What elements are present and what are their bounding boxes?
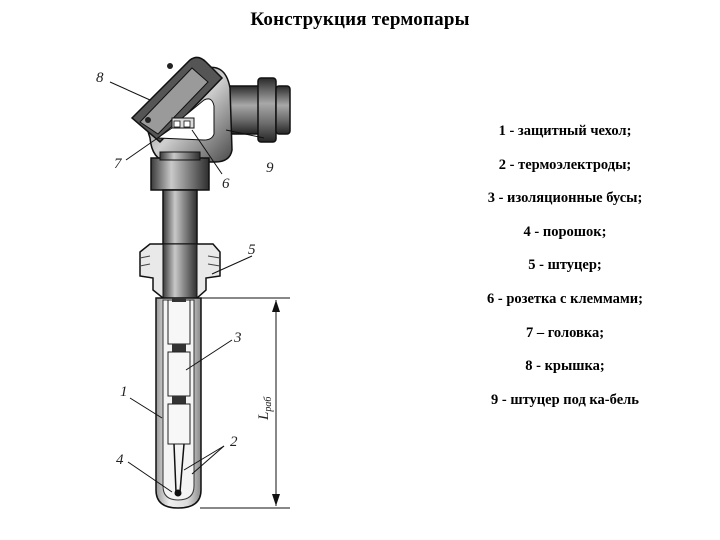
legend-item-7: 7 – головка;: [525, 324, 605, 341]
stem: [162, 189, 198, 251]
legend-item-8: 8 - крышка;: [525, 358, 605, 375]
cable-gland: [214, 77, 291, 143]
legend-item-9: 9 - штуцер под ка-бель: [491, 391, 639, 408]
head-body: [130, 56, 233, 191]
callout-1: 1: [120, 384, 128, 400]
callout-6: 6: [222, 176, 230, 192]
length-label: Lраб: [256, 396, 274, 421]
legend-item-4: 4 - порошок;: [523, 223, 607, 240]
insulating-beads: [167, 298, 191, 445]
legend-item-1: 1 - защитный чехол;: [498, 123, 632, 139]
legend-item-5: 5 - штуцер;: [528, 257, 602, 274]
callout-3: 3: [233, 330, 242, 346]
callout-9: 9: [266, 160, 274, 176]
length-dimension: Lраб: [200, 297, 290, 509]
legend-item-6: 6 - розетка с клеммами;: [487, 290, 643, 307]
legend-item-3: 3 - изоляционные бусы;: [487, 190, 643, 207]
page-title: Конструкция термопары: [250, 9, 470, 30]
thermoelectrodes: [173, 443, 185, 497]
hot-junction: [174, 489, 182, 497]
callout-5: 5: [248, 242, 256, 258]
fitting: [139, 243, 221, 299]
legend-list: 1 - защитный чехол; 2 - термоэлектроды; …: [440, 118, 690, 420]
leader-lines: [109, 81, 265, 493]
callout-4: 4: [116, 452, 124, 468]
callout-2: 2: [230, 434, 238, 450]
callout-7: 7: [114, 156, 123, 172]
legend-item-2: 2 - термоэлектроды;: [498, 156, 632, 173]
callout-8: 8: [96, 70, 104, 86]
